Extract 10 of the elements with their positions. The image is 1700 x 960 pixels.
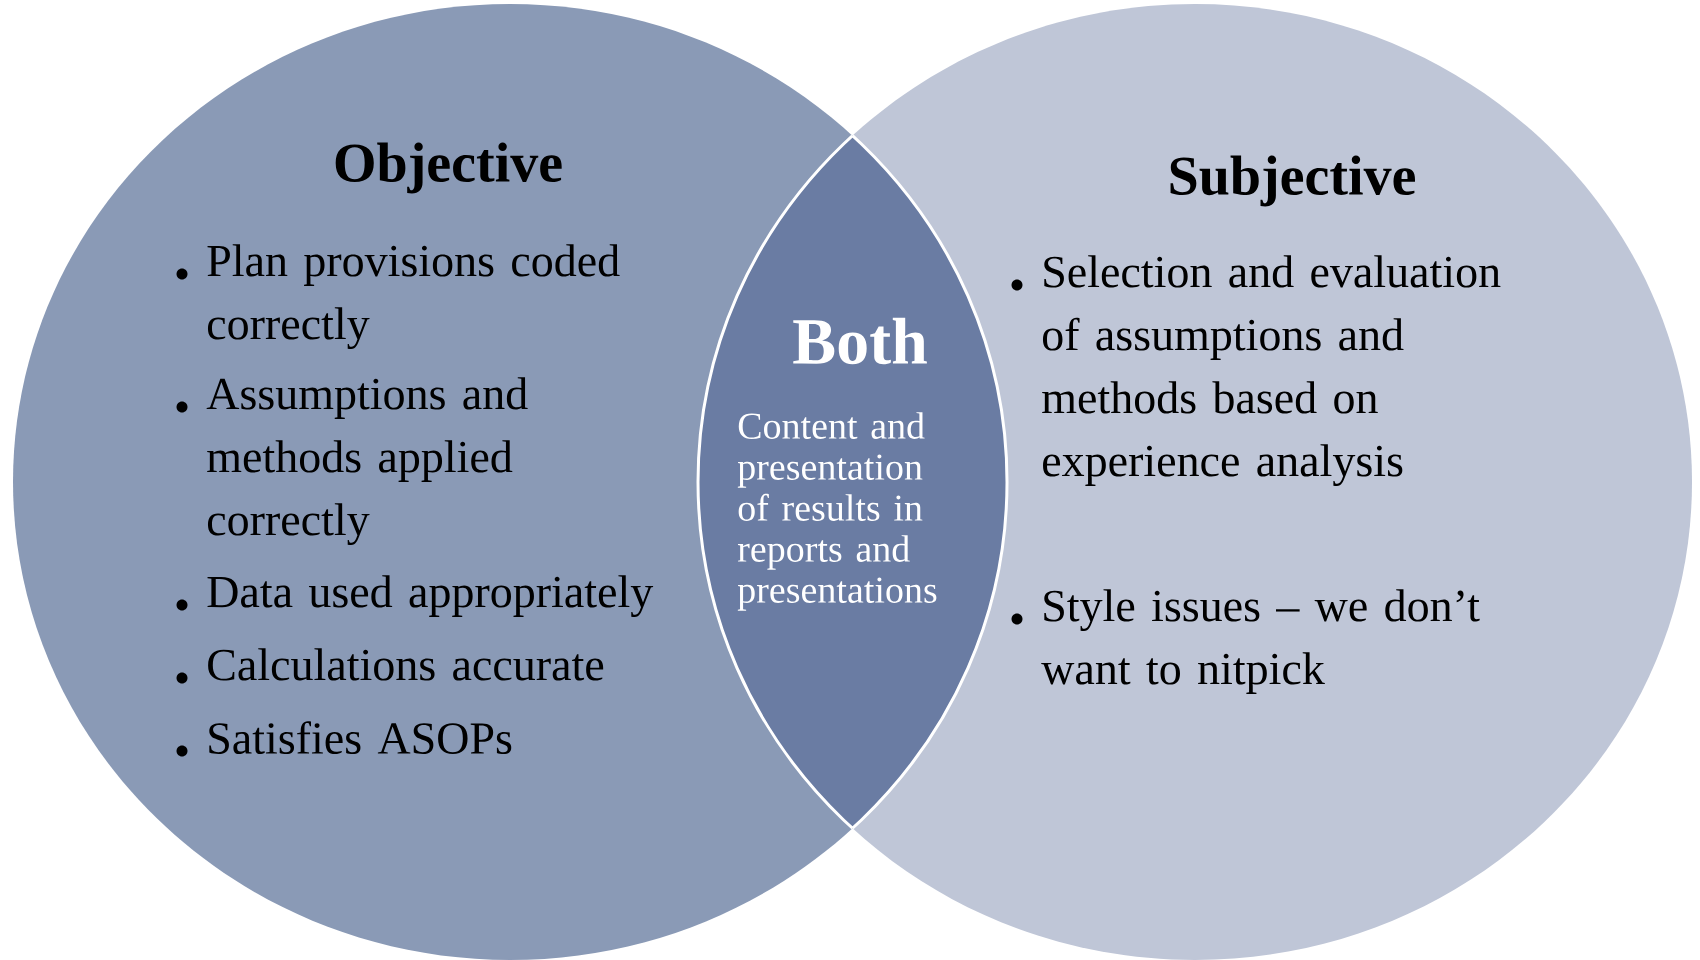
bullet-item: Plan provisions coded correctly bbox=[176, 244, 620, 350]
bullet-item: Selection and evaluation of assumptions and methods based on experience analysis bbox=[1011, 255, 1501, 487]
heading: Subjective bbox=[1170, 155, 1415, 207]
bullet-item: Data used appropriately bbox=[176, 575, 654, 618]
bullet-item: Assumptions and methods applied correctly bbox=[176, 377, 528, 546]
bullet-item: Calculations accurate bbox=[176, 648, 604, 684]
heading: Objective bbox=[335, 142, 562, 194]
bullet-item: Satisfies ASOPs bbox=[176, 721, 512, 757]
bullet-item: Style issues – we don’t want to nitpick bbox=[1011, 589, 1480, 694]
overlap-region: Both Content and presentation of results in reports and presentations bbox=[696, 4, 1009, 960]
